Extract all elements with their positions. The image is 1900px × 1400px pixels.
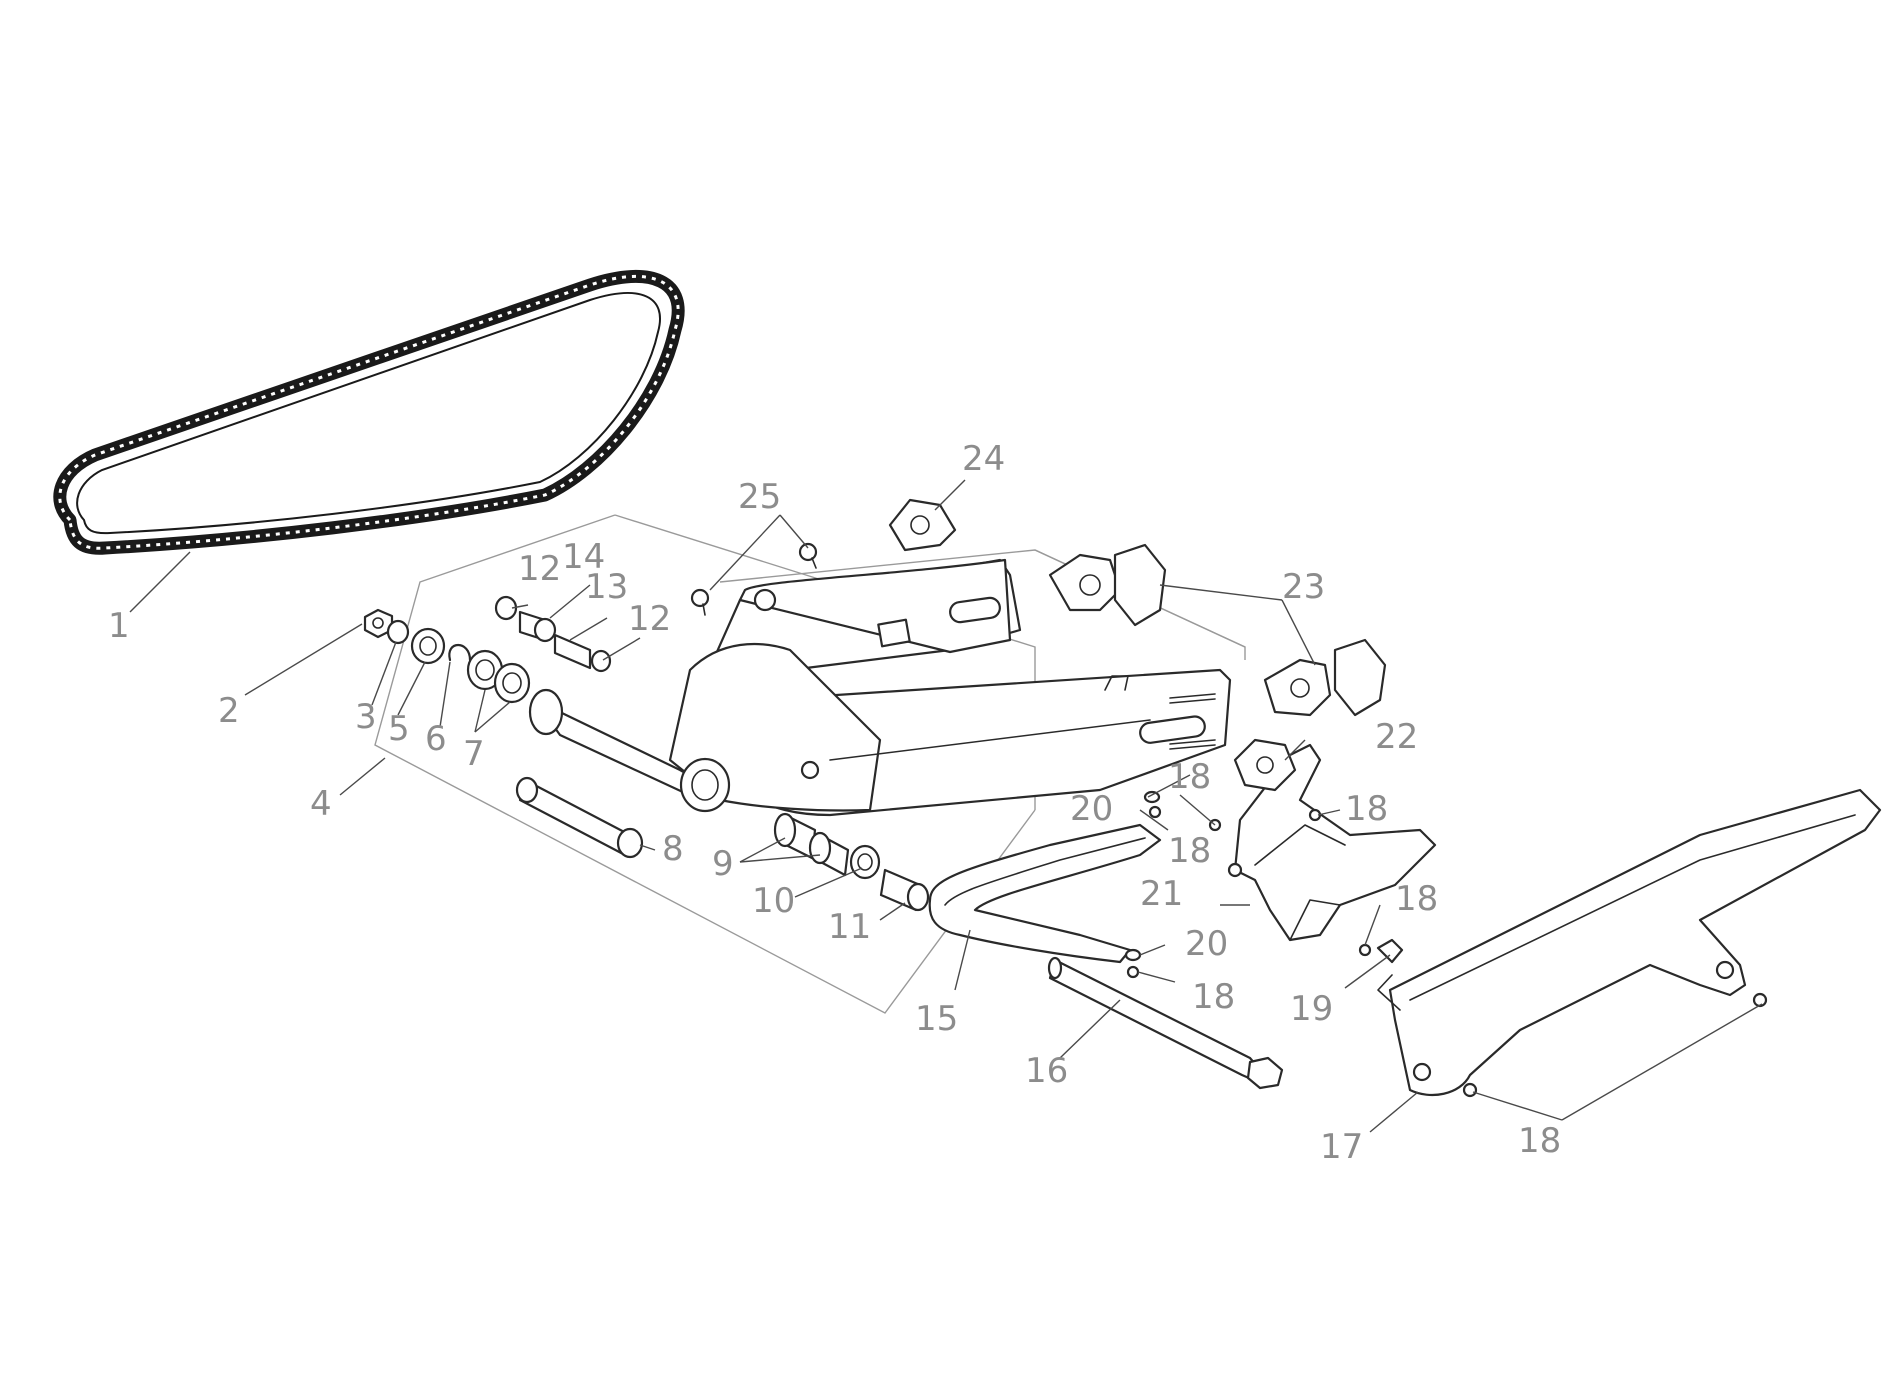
callout-18-right: 18 (1345, 789, 1388, 829)
leader-lines (129, 479, 1763, 1133)
part-10-seal (849, 844, 881, 880)
callout-23: 23 (1282, 567, 1325, 607)
callout-9: 9 (712, 844, 734, 884)
callout-3: 3 (355, 697, 377, 737)
part-23-adjuster-lower-b (1333, 638, 1387, 717)
callout-18-mid: 18 (1168, 831, 1211, 871)
part-23-adjuster-lower-a (1263, 658, 1332, 717)
callout-2: 2 (218, 691, 240, 731)
screws (1124, 790, 1768, 1098)
part-20-washer-b (1124, 948, 1142, 962)
chain-guard (1377, 788, 1882, 1097)
part-12-washer-b (590, 649, 612, 673)
callout-12-upper: 12 (518, 549, 561, 589)
part-22-adjuster-plate (1233, 738, 1297, 792)
callout-18-axle: 18 (1192, 977, 1235, 1017)
callout-18-top: 18 (1168, 757, 1211, 797)
part-18-screw-a (1148, 805, 1162, 819)
callout-16: 16 (1025, 1051, 1068, 1091)
callout-8: 8 (662, 829, 684, 869)
callout-17: 17 (1320, 1127, 1363, 1167)
callout-7: 7 (463, 734, 485, 774)
callout-4: 4 (310, 784, 332, 824)
callout-18-bracket: 18 (1395, 879, 1438, 919)
swingarm-vents (1169, 693, 1216, 750)
caliper-bracket (1227, 743, 1437, 942)
part-19-clip (1376, 938, 1404, 964)
part-12-washer-a (494, 595, 518, 621)
callout-11: 11 (828, 907, 871, 947)
part-23-adjuster-upper-a (1048, 553, 1122, 612)
callout-24: 24 (962, 439, 1005, 479)
callout-25: 25 (738, 477, 781, 517)
callout-labels: 1 2 3 4 5 6 7 8 9 10 11 12 12 13 14 15 1… (108, 439, 1561, 1167)
part-25-bolt-a (798, 542, 818, 569)
callout-18-guard: 18 (1518, 1121, 1561, 1161)
callout-14: 14 (562, 537, 605, 577)
callout-20-bottom: 20 (1185, 924, 1228, 964)
part-18-screw-g (1462, 1082, 1478, 1098)
part-5-seal (410, 627, 446, 665)
part-6-circlip (448, 644, 472, 662)
swingarm (528, 558, 1232, 817)
drive-chain (53, 269, 685, 555)
pivot-hardware (363, 595, 612, 704)
callout-19: 19 (1290, 989, 1333, 1029)
callout-20-top: 20 (1070, 789, 1113, 829)
callout-15: 15 (915, 999, 958, 1039)
part-23-adjuster-upper-b (1113, 543, 1167, 627)
callout-21: 21 (1140, 874, 1183, 914)
callout-5: 5 (388, 709, 410, 749)
callout-1: 1 (108, 606, 130, 646)
axle (1047, 956, 1284, 1090)
chain-adjusters (690, 498, 1387, 792)
callout-13: 13 (585, 567, 628, 607)
part-3-washer (386, 619, 410, 645)
part-18-screw-e (1126, 965, 1140, 979)
part-20-washer-a (1143, 790, 1161, 804)
callout-12-lower: 12 (628, 599, 671, 639)
part-25-bolt-b (690, 588, 710, 616)
callout-10: 10 (752, 881, 795, 921)
part-13-sleeve (553, 633, 592, 670)
part-18-screw-f (1752, 992, 1768, 1008)
part-18-screw-d (1358, 943, 1372, 957)
chain-slider (928, 823, 1162, 964)
part-7-bearing-b (493, 662, 531, 704)
callout-6: 6 (425, 719, 447, 759)
callout-22: 22 (1375, 717, 1418, 757)
part-24-adjuster-plate (888, 498, 957, 552)
